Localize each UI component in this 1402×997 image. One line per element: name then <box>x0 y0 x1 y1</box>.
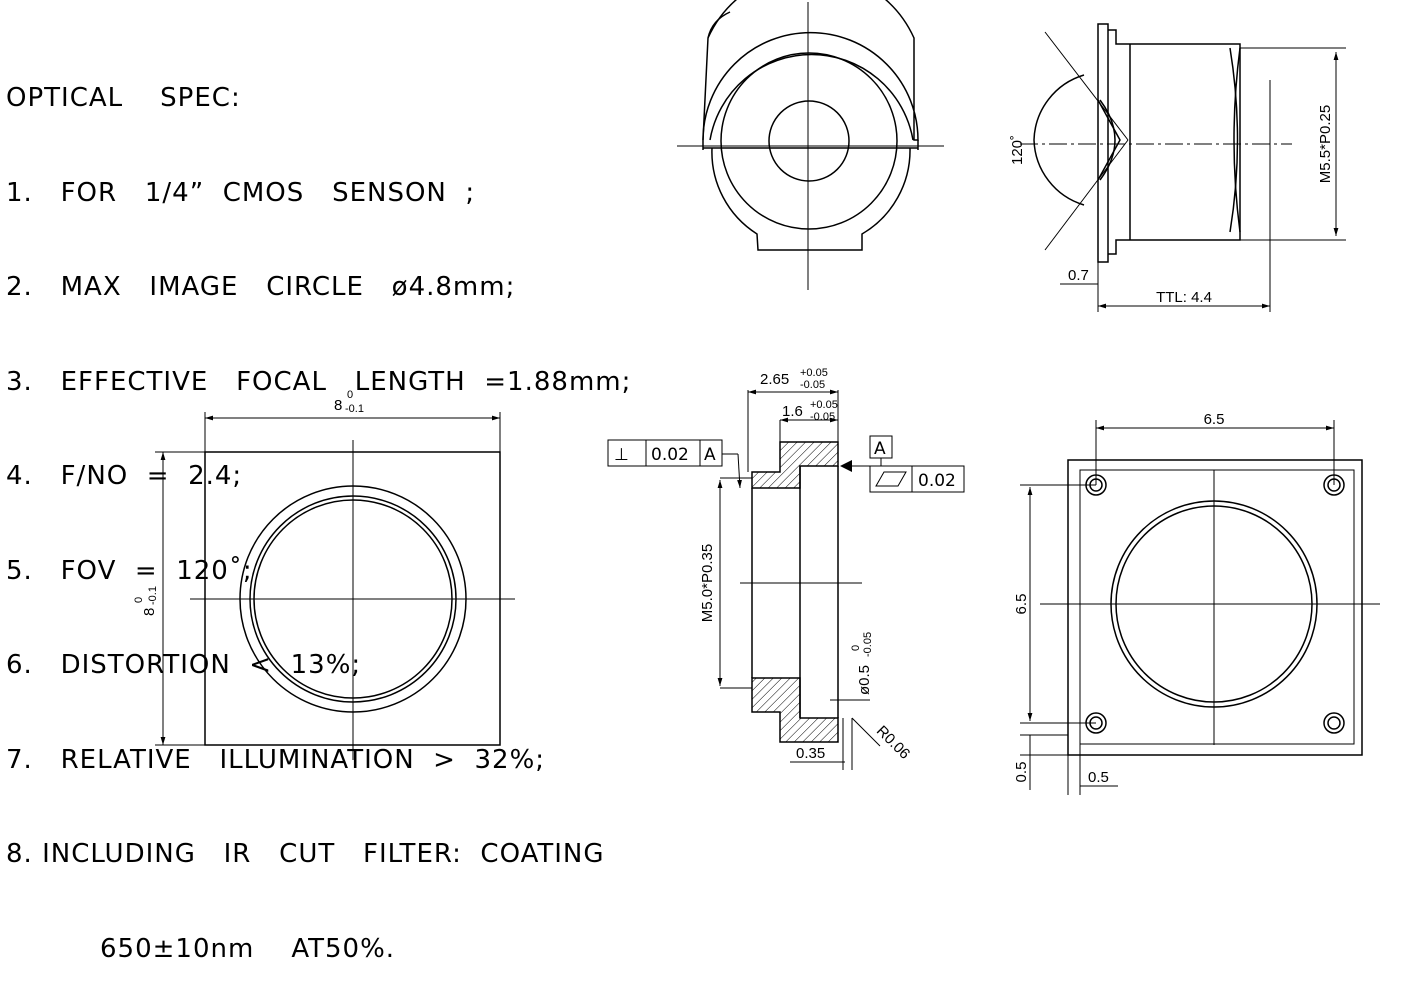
depth-lower-tol: -0.05 <box>800 379 825 391</box>
offset-y-label: 0.5 <box>1013 762 1030 783</box>
ttl-label: TTL: 4.4 <box>1156 289 1212 306</box>
datum-label: A <box>874 439 886 459</box>
depth-upper-tol: +0.05 <box>800 367 828 379</box>
perpendicularity-datum: A <box>704 445 716 465</box>
step-lower-tol: -0.05 <box>810 411 835 423</box>
flatness-frame: 0.02 <box>869 465 965 493</box>
radius-label: R0.06 <box>873 722 913 762</box>
step-upper-tol: +0.05 <box>810 399 838 411</box>
pin-lower-tol: -0.05 <box>862 632 874 657</box>
lens-thread-label: M5.5*P0.25 <box>1317 105 1334 183</box>
width-nominal: 8 <box>334 397 342 414</box>
height-nominal: 8 <box>141 608 158 616</box>
perpendicularity-symbol: ⊥ <box>614 445 629 465</box>
depth-nominal: 2.65 <box>760 371 789 388</box>
height-lower-tol: -0.1 <box>147 586 159 605</box>
spec-item-7: 7. RELATIVE ILLUMINATION > 32%; <box>6 744 546 775</box>
width-upper-tol: 0 <box>347 389 353 401</box>
lens-side-view: 120˚ M5.5*P0.25 0.7 TTL: 4.4 <box>1009 23 1346 312</box>
spec-item-8-cont: 650±10nm AT50%. <box>100 933 396 964</box>
holder-section-view: 2.65 +0.05 -0.05 1.6 +0.05 -0.05 ⊥ 0.02 … <box>607 367 965 770</box>
pin-upper-tol: 0 <box>850 645 862 651</box>
spec-item-4: 4. F/NO = 2.4; <box>6 461 243 491</box>
offset-x-label: 0.5 <box>1088 769 1109 786</box>
holder-bottom-view: 6.5 6.5 0.5 0.5 <box>1013 411 1380 795</box>
pitch-y-label: 6.5 <box>1013 594 1030 615</box>
perpendicularity-value: 0.02 <box>651 445 689 465</box>
spec-heading: OPTICAL SPEC: <box>6 83 241 113</box>
technical-drawing: 120˚ M5.5*P0.25 0.7 TTL: 4.4 8 0 -0.1 8 … <box>133 0 1380 795</box>
flange-dim-label: 0.7 <box>1068 267 1089 284</box>
flatness-icon <box>875 471 907 487</box>
spec-item-3: 3. EFFECTIVE FOCAL LENGTH =1.88mm; <box>6 366 632 397</box>
flatness-value: 0.02 <box>918 471 956 491</box>
spec-item-1: 1. FOR 1/4” CMOS SENSON ; <box>6 177 476 208</box>
datum-a-box: A <box>869 435 893 466</box>
spec-item-6: 6. DISTORTION < 13%; <box>6 650 362 680</box>
perpendicularity-frame: ⊥ 0.02 A <box>607 439 723 467</box>
wall-thickness-label: 0.35 <box>796 745 825 762</box>
step-nominal: 1.6 <box>782 403 803 420</box>
spec-item-2: 2. MAX IMAGE CIRCLE ø4.8mm; <box>6 272 516 302</box>
holder-top-view: 8 0 -0.1 8 0 -0.1 <box>133 389 515 760</box>
section-thread-label: M5.0*P0.35 <box>699 544 716 622</box>
fov-angle-label: 120˚ <box>1009 135 1026 165</box>
height-upper-tol: 0 <box>133 597 145 603</box>
lens-front-view <box>677 0 944 290</box>
spec-item-8: 8. INCLUDING IR CUT FILTER: COATING <box>6 839 605 869</box>
spec-item-5: 5. FOV = 120˚; <box>6 555 253 586</box>
width-lower-tol: -0.1 <box>345 403 364 415</box>
pitch-x-label: 6.5 <box>1204 411 1225 428</box>
pin-dia-nominal: ø0.5 <box>856 665 873 695</box>
